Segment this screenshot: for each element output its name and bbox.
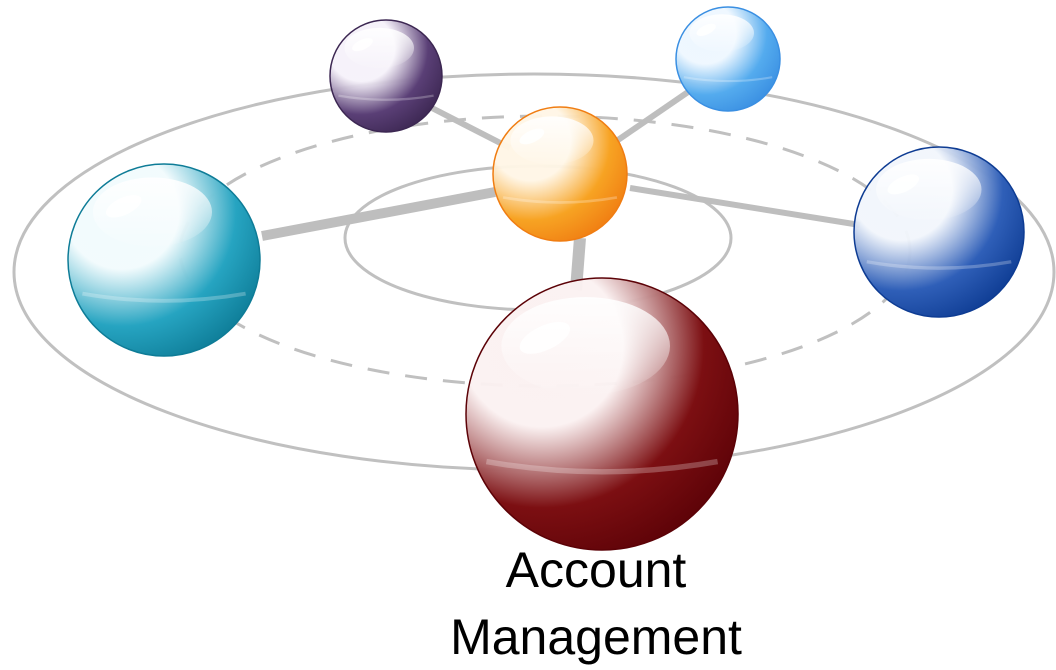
sphere-left [67, 163, 261, 357]
sphere-top-right [675, 6, 781, 112]
sphere-right [853, 146, 1025, 318]
connector-top-left [430, 105, 512, 151]
diagram-label-line-1: Account [506, 542, 687, 598]
sphere-bottom [465, 277, 739, 551]
connector-left [261, 187, 496, 241]
sphere-hub [492, 106, 628, 242]
connector-top-right [616, 89, 690, 143]
connector-right [629, 185, 861, 228]
sphere-top-left [329, 19, 443, 133]
diagram-label-line-2: Management [450, 609, 742, 665]
connectors [261, 89, 861, 291]
